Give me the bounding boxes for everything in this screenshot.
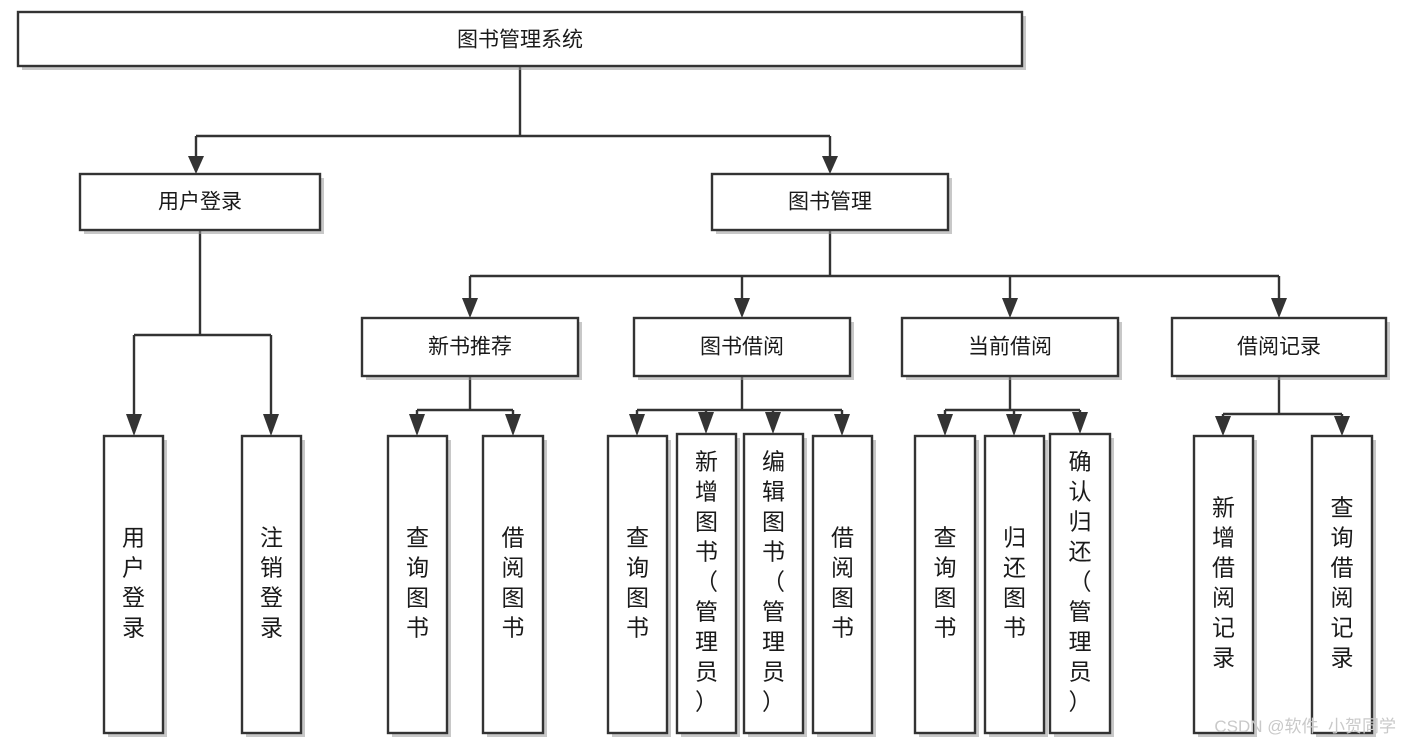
- node-leaf-query-book-recommend-box[interactable]: [386, 434, 449, 735]
- arrow-to-leaf-query-book-recommend: [409, 414, 425, 436]
- node-book-management[interactable]: 图书管理: [710, 172, 952, 234]
- node-book-management-box[interactable]: [710, 172, 950, 232]
- arrow-to-book-management: [822, 156, 838, 174]
- node-leaf-add-book-admin[interactable]: 新增图书（管理员）: [675, 432, 740, 737]
- node-leaf-borrow-book-box[interactable]: [811, 434, 874, 735]
- node-leaf-borrow-book-recommend-box[interactable]: [481, 434, 545, 735]
- connector-book-management-bus: [468, 230, 1281, 300]
- node-leaf-query-book-borrow-label: 查询图书: [626, 525, 649, 641]
- node-leaf-confirm-return-admin[interactable]: 确认归还（管理员）: [1048, 432, 1114, 737]
- node-leaf-borrow-book[interactable]: 借阅图书: [811, 434, 876, 737]
- node-leaf-query-book-current-box[interactable]: [913, 434, 977, 735]
- node-user-login-box[interactable]: [78, 172, 322, 232]
- node-leaf-add-borrow-record-box[interactable]: [1192, 434, 1255, 735]
- node-book-borrow-label: 图书借阅: [700, 336, 784, 359]
- arrow-to-leaf-confirm-return-admin: [1072, 412, 1088, 434]
- node-leaf-logout-login[interactable]: 注销登录: [240, 434, 305, 737]
- node-leaf-return-book[interactable]: 归还图书: [983, 434, 1048, 737]
- arrow-to-leaf-edit-book-admin: [765, 412, 781, 434]
- node-new-book-recommend[interactable]: 新书推荐: [360, 316, 582, 380]
- arrow-to-leaf-borrow-book-recommend: [505, 414, 521, 436]
- node-book-management-label: 图书管理: [788, 191, 872, 214]
- arrow-to-leaf-borrow-book: [834, 414, 850, 436]
- node-root[interactable]: 图书管理系统: [16, 10, 1026, 70]
- node-leaf-borrow-book-recommend[interactable]: 借阅图书: [481, 434, 547, 737]
- node-leaf-query-borrow-record-label: 查询借阅记录: [1331, 495, 1354, 671]
- node-leaf-borrow-book-recommend-label: 借阅图书: [502, 525, 525, 641]
- csdn-watermark: CSDN @软件_小贺同学: [1214, 717, 1396, 736]
- node-new-book-recommend-label: 新书推荐: [428, 336, 512, 359]
- arrow-to-user-login: [188, 156, 204, 174]
- arrow-to-leaf-add-book-admin: [698, 412, 714, 434]
- node-book-borrow-box[interactable]: [632, 316, 852, 378]
- node-leaf-query-book-recommend-label: 查询图书: [406, 525, 429, 641]
- arrow-to-borrow-record: [1271, 298, 1287, 318]
- node-leaf-add-book-admin-box[interactable]: [675, 432, 738, 735]
- node-borrow-record[interactable]: 借阅记录: [1170, 316, 1390, 380]
- node-borrow-record-label: 借阅记录: [1237, 336, 1321, 359]
- node-leaf-borrow-book-label: 借阅图书: [831, 525, 854, 641]
- node-leaf-user-login-box[interactable]: [102, 434, 165, 735]
- arrow-to-new-book-recommend: [462, 298, 478, 318]
- node-new-book-recommend-box[interactable]: [360, 316, 580, 378]
- arrow-to-leaf-query-book-current: [937, 414, 953, 436]
- arrow-to-leaf-add-borrow-record: [1215, 416, 1231, 436]
- node-leaf-logout-login-box[interactable]: [240, 434, 303, 735]
- node-leaf-add-borrow-record[interactable]: 新增借阅记录: [1192, 434, 1257, 737]
- node-root-box[interactable]: [16, 10, 1024, 68]
- arrow-to-leaf-logout-login: [263, 414, 279, 436]
- node-leaf-query-book-current-label: 查询图书: [934, 525, 957, 641]
- arrow-to-current-borrow: [1002, 298, 1018, 318]
- node-leaf-confirm-return-admin-label: 确认归还（管理员）: [1069, 449, 1092, 715]
- node-borrow-record-box[interactable]: [1170, 316, 1388, 378]
- node-leaf-confirm-return-admin-box[interactable]: [1048, 432, 1112, 735]
- arrow-to-leaf-query-book-borrow: [629, 414, 645, 436]
- connector-layer: [126, 66, 1350, 436]
- node-current-borrow[interactable]: 当前借阅: [900, 316, 1122, 380]
- arrow-to-book-borrow: [734, 298, 750, 318]
- node-leaf-query-borrow-record-box[interactable]: [1310, 434, 1374, 735]
- node-leaf-edit-book-admin-label: 编辑图书（管理员）: [762, 449, 785, 715]
- connector-new-book-recommend-bus: [415, 376, 515, 418]
- leaf-layer: 用户登录 注销登录 查询图书 借阅图书 查询图书 新增图书（管理员） 编辑图书（管理员） 借阅…: [102, 432, 1376, 737]
- node-user-login[interactable]: 用户登录: [78, 172, 324, 234]
- connector-borrow-record-bus: [1221, 376, 1344, 420]
- arrow-to-leaf-return-book: [1006, 414, 1022, 436]
- node-root-label: 图书管理系统: [457, 29, 583, 52]
- node-leaf-logout-login-label: 注销登录: [260, 525, 283, 641]
- node-leaf-add-borrow-record-label: 新增借阅记录: [1212, 495, 1235, 671]
- arrow-to-leaf-query-borrow-record: [1334, 416, 1350, 436]
- node-leaf-query-book-recommend[interactable]: 查询图书: [386, 434, 451, 737]
- node-leaf-user-login[interactable]: 用户登录: [102, 434, 167, 737]
- node-leaf-return-book-label: 归还图书: [1003, 525, 1026, 641]
- node-leaf-return-book-box[interactable]: [983, 434, 1046, 735]
- node-leaf-edit-book-admin-box[interactable]: [742, 432, 805, 735]
- node-current-borrow-label: 当前借阅: [968, 336, 1052, 359]
- node-current-borrow-box[interactable]: [900, 316, 1120, 378]
- node-leaf-user-login-label: 用户登录: [122, 525, 145, 641]
- node-leaf-add-book-admin-label: 新增图书（管理员）: [695, 449, 718, 715]
- node-leaf-query-book-current[interactable]: 查询图书: [913, 434, 979, 737]
- connector-book-borrow-bus: [635, 376, 844, 418]
- node-leaf-edit-book-admin[interactable]: 编辑图书（管理员）: [742, 432, 807, 737]
- connector-current-borrow-bus: [943, 376, 1082, 418]
- node-leaf-query-book-borrow-box[interactable]: [606, 434, 669, 735]
- arrow-to-leaf-user-login: [126, 414, 142, 436]
- node-book-borrow[interactable]: 图书借阅: [632, 316, 854, 380]
- node-user-login-label: 用户登录: [158, 191, 242, 214]
- connector-user-login-bus: [132, 230, 273, 418]
- connector-root-bus: [194, 66, 832, 156]
- node-leaf-query-borrow-record[interactable]: 查询借阅记录: [1310, 434, 1376, 737]
- node-leaf-query-book-borrow[interactable]: 查询图书: [606, 434, 671, 737]
